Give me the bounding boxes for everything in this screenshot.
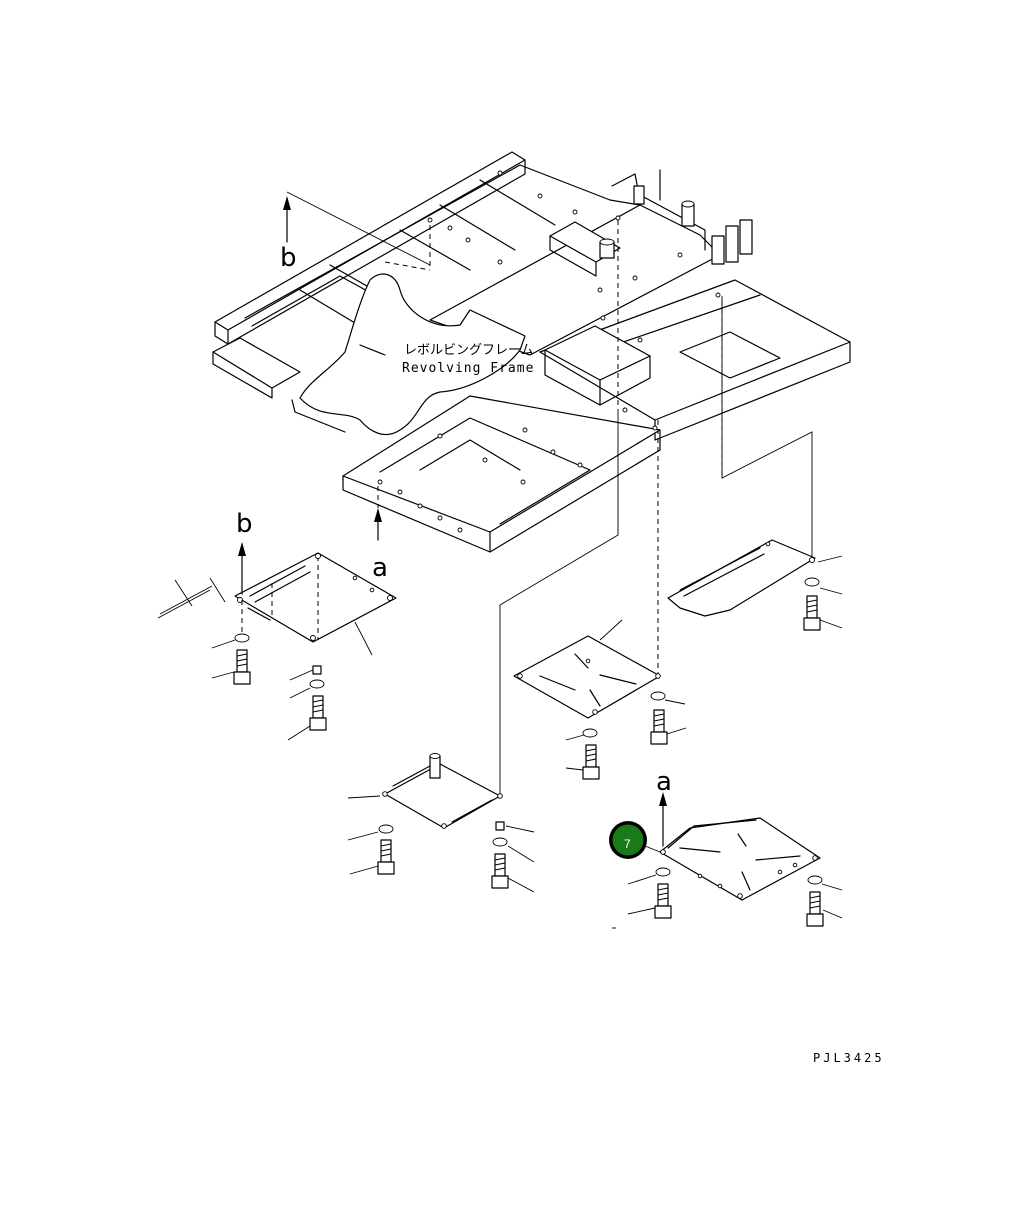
cover-plate-bottom-right [612, 792, 843, 929]
frame-label-english: Revolving Frame [402, 361, 534, 376]
marker-b-top [283, 191, 431, 271]
marker-b-left-label: b [236, 509, 253, 539]
marker-a-frame-label: a [372, 553, 388, 583]
drawing-code: PJL3425 [813, 1051, 885, 1065]
cover-plate-right-top [667, 296, 843, 631]
cover-plate-left [157, 542, 397, 741]
marker-a-right-label: a [656, 767, 672, 797]
cover-plate-bottom-left [347, 753, 535, 893]
marker-b-top-label: b [280, 243, 297, 273]
cover-plate-center [499, 220, 687, 795]
part-callout-number: 7 [624, 837, 631, 851]
part-callout-7[interactable]: 7 [609, 821, 647, 859]
frame-label-japanese: レボルビングフレーム [404, 343, 534, 358]
callout-leader [644, 845, 661, 853]
marker-a-frame-arrow [374, 486, 382, 541]
